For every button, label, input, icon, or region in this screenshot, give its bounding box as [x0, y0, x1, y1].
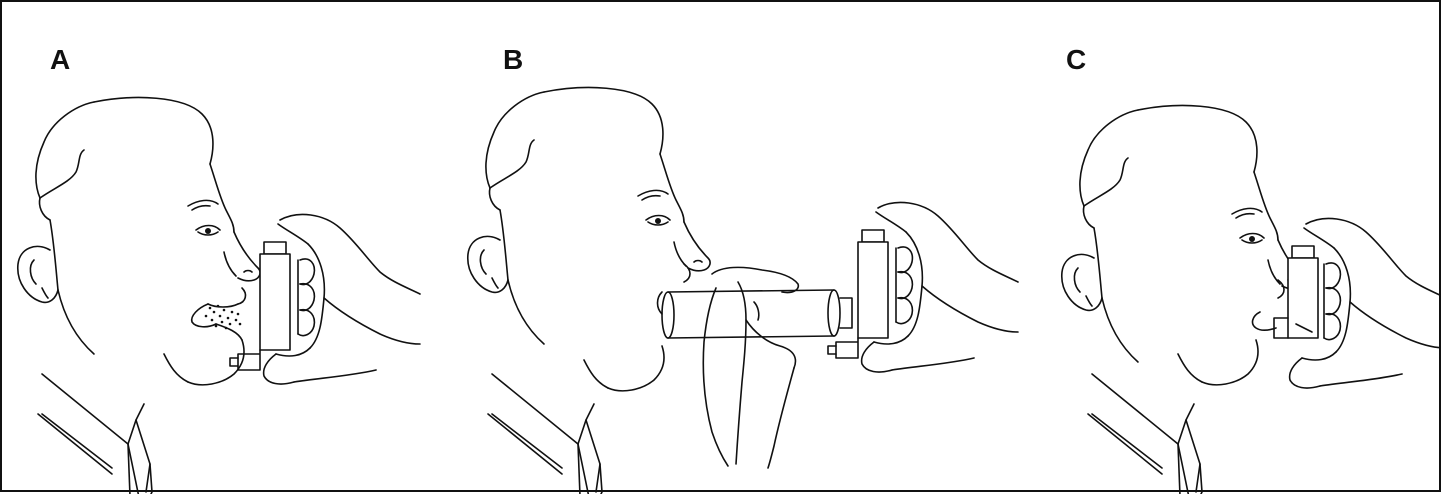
panel-a-figure	[18, 98, 420, 494]
panel-c-figure	[1062, 106, 1441, 494]
inhaler-at-mouth	[1274, 246, 1318, 338]
panel-b-figure	[468, 88, 1018, 494]
spacer-hand	[703, 267, 798, 468]
spacer-tube	[662, 290, 852, 338]
